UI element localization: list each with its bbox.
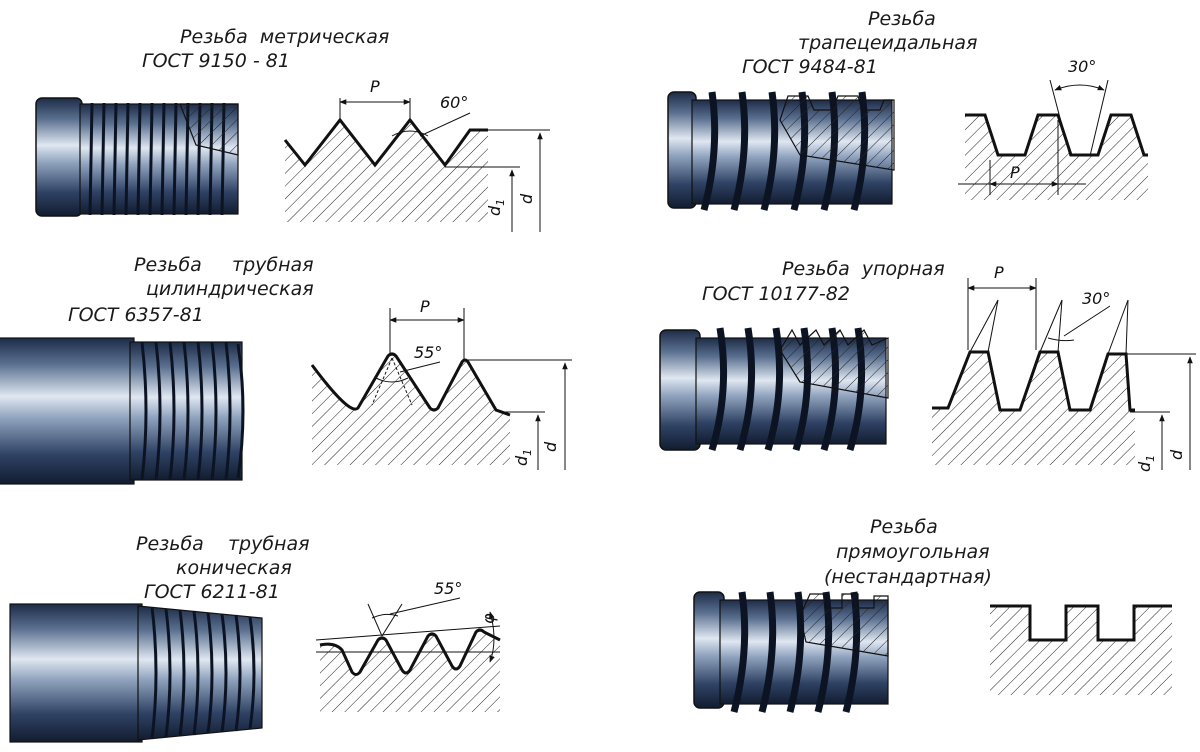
trapezoidal-pitch-label: P [1010, 163, 1020, 182]
pipe-conical-angle-label: 55° [434, 579, 462, 598]
buttress-screw-illustration [659, 327, 889, 452]
square-title-line-2: прямоугольная [836, 541, 990, 563]
pipe-conical-title-line-2: коническая [176, 557, 292, 579]
trapezoidal-title-line-2: трапецеидальная [798, 32, 978, 54]
buttress-title-line-2: ГОСТ 10177-82 [702, 283, 850, 305]
trapezoidal-screw-illustration [667, 91, 895, 211]
pipe-conical-title-line-3: ГОСТ 6211-81 [144, 581, 280, 603]
square-profile-diagram [990, 604, 1172, 695]
trapezoidal-title-line-1: Резьба [868, 8, 936, 30]
buttress-pitch-label: P [994, 263, 1004, 282]
metric-title-line-2: ГОСТ 9150 - 81 [142, 50, 290, 72]
buttress-angle-label: 30° [1082, 289, 1110, 308]
buttress-profile-diagram: P 30° d1 d [932, 263, 1196, 472]
pipe-cyl-minor-diameter-label: d1 [512, 449, 534, 466]
pipe-cyl-title-line-3: ГОСТ 6357-81 [68, 304, 204, 326]
buttress-major-diameter-label: d [1167, 449, 1186, 460]
pipe-conical-taper-label: φ [479, 613, 498, 624]
pipe-conical-title-line-1: Резьба трубная [136, 533, 310, 555]
pipe-conical-illustration [9, 603, 263, 743]
pipe-cyl-pitch-label: P [420, 297, 430, 316]
square-screw-illustration [693, 591, 889, 713]
trapezoidal-title-line-3: ГОСТ 9484-81 [742, 56, 878, 78]
pipe-cyl-title-line-2: цилиндрическая [146, 278, 314, 300]
pipe-cylindrical-illustration [0, 337, 245, 485]
pipe-cyl-major-diameter-label: d [541, 441, 560, 452]
trapezoidal-angle-label: 30° [1068, 57, 1096, 76]
square-title-line-3: (нестандартная) [824, 566, 992, 588]
pipe-cyl-angle-label: 55° [414, 343, 442, 362]
metric-major-diameter-label: d [517, 193, 536, 204]
metric-bolt-illustration [35, 97, 239, 217]
buttress-title-line-1: Резьба упорная [782, 258, 945, 280]
buttress-minor-diameter-label: d1 [1135, 455, 1157, 472]
pipe-cylindrical-profile-diagram: P 55° d1 d [310, 297, 572, 470]
pipe-cyl-title-line-1: Резьба трубная [134, 254, 314, 276]
metric-minor-diameter-label: d1 [485, 199, 507, 216]
metric-angle-label: 60° [440, 93, 468, 112]
metric-title-line-1: Резьба метрическая [180, 26, 390, 48]
square-title-line-1: Резьба [870, 516, 938, 538]
metric-profile-diagram: P 60° d1 d [283, 77, 550, 232]
trapezoidal-profile-diagram: 30° P [958, 57, 1148, 200]
metric-pitch-label: P [370, 77, 380, 96]
pipe-conical-profile-diagram: 55° φ [315, 579, 501, 712]
